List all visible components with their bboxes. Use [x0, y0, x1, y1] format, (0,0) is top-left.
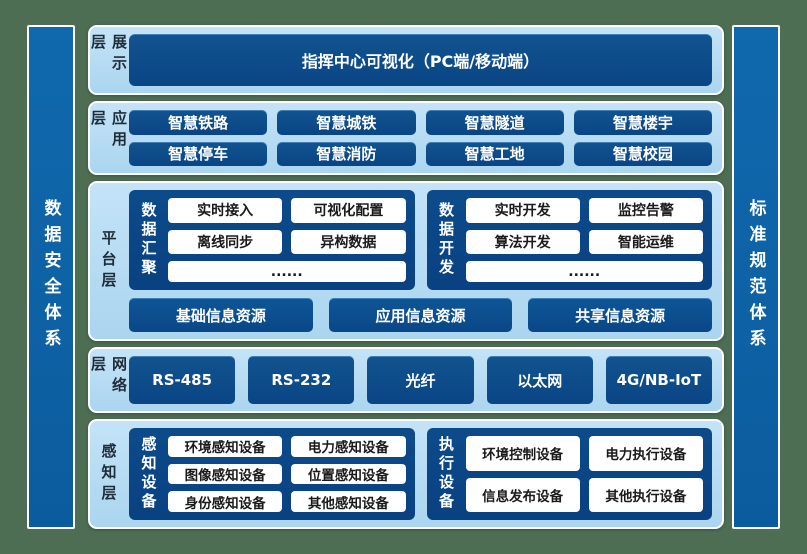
platform-item: 离线同步 — [168, 229, 283, 255]
pillar-data-security-label: 数据安全体系 — [40, 199, 61, 355]
pillar-standards: 标准规范体系 — [732, 25, 780, 529]
app-box: 智慧楼宇 — [573, 110, 712, 135]
layer-network: 网络层 RS-485 RS-232 光纤 以太网 4G/NB-IoT — [88, 347, 724, 413]
app-box: 智慧城铁 — [277, 110, 416, 135]
layer-network-content: RS-485 RS-232 光纤 以太网 4G/NB-IoT — [129, 356, 713, 404]
platform-item: 实时开发 — [465, 198, 580, 223]
device-item: 位置感知设备 — [291, 463, 406, 485]
data-development-grid: 实时开发 监控告警 算法开发 智能运维 ...... — [465, 198, 703, 282]
layer-platform-label: 平台层 — [99, 229, 118, 293]
resource-box: 应用信息资源 — [328, 298, 513, 332]
device-item: 环境感知设备 — [168, 436, 283, 457]
device-item: 电力执行设备 — [588, 436, 703, 471]
network-box: 光纤 — [367, 356, 474, 404]
network-box: 4G/NB-IoT — [605, 356, 713, 404]
layer-stack: 展示层 指挥中心可视化（PC端/移动端） 应用层 智慧铁路 智慧城铁 智慧隧道 … — [88, 25, 724, 529]
layer-network-label: 网络层 — [89, 356, 128, 398]
layer-application-label: 应用层 — [89, 110, 128, 152]
group-data-aggregation-label: 数据汇聚 — [139, 202, 158, 278]
application-grid: 智慧铁路 智慧城铁 智慧隧道 智慧楼宇 智慧停车 智慧消防 智慧工地 智慧校园 — [129, 110, 712, 166]
platform-item: 实时接入 — [168, 198, 283, 223]
resource-box: 共享信息资源 — [528, 298, 713, 332]
platform-item-ellipsis: ...... — [168, 261, 406, 282]
platform-item: 算法开发 — [465, 229, 580, 255]
pillar-standards-label: 标准规范体系 — [745, 199, 766, 355]
layer-display: 展示层 指挥中心可视化（PC端/移动端） — [88, 25, 724, 95]
app-box: 智慧校园 — [573, 141, 712, 166]
device-item: 身份感知设备 — [168, 491, 283, 512]
platform-item: 异构数据 — [291, 229, 406, 255]
group-execution-devices: 执行设备 环境控制设备 电力执行设备 信息发布设备 其他执行设备 — [426, 428, 712, 520]
network-box: RS-232 — [248, 356, 355, 404]
network-box: 以太网 — [486, 356, 593, 404]
layer-perception: 感知层 感知设备 环境感知设备 电力感知设备 图像感知设备 位置感知设备 — [88, 419, 724, 529]
app-box: 智慧工地 — [425, 141, 564, 166]
layer-platform: 平台层 数据汇聚 实时接入 可视化配置 离线同步 — [88, 181, 724, 341]
information-resource-row: 基础信息资源 应用信息资源 共享信息资源 — [129, 298, 713, 332]
group-sensing-devices-label: 感知设备 — [139, 436, 158, 512]
sensing-devices-grid: 环境感知设备 电力感知设备 图像感知设备 位置感知设备 身份感知设备 其他感知设… — [168, 436, 406, 512]
device-item: 其他执行设备 — [588, 477, 703, 512]
layer-perception-content: 感知设备 环境感知设备 电力感知设备 图像感知设备 位置感知设备 身份感知设备 … — [129, 428, 712, 520]
group-execution-devices-label: 执行设备 — [437, 436, 455, 512]
layer-display-label: 展示层 — [89, 34, 128, 76]
layer-application: 应用层 智慧铁路 智慧城铁 智慧隧道 智慧楼宇 智慧停车 智慧消防 智慧工地 智… — [88, 101, 724, 175]
app-box: 智慧消防 — [277, 141, 416, 166]
app-box: 智慧停车 — [129, 141, 268, 166]
device-item: 其他感知设备 — [291, 491, 406, 512]
device-item: 电力感知设备 — [291, 436, 406, 457]
network-grid: RS-485 RS-232 光纤 以太网 4G/NB-IoT — [129, 356, 713, 404]
layer-application-content: 智慧铁路 智慧城铁 智慧隧道 智慧楼宇 智慧停车 智慧消防 智慧工地 智慧校园 — [129, 110, 712, 166]
group-data-development: 数据开发 实时开发 监控告警 算法开发 智能运维 ...... — [426, 190, 712, 290]
network-box: RS-485 — [129, 356, 236, 404]
data-aggregation-grid: 实时接入 可视化配置 离线同步 异构数据 ...... — [168, 198, 406, 282]
layer-perception-label: 感知层 — [99, 442, 118, 506]
layer-platform-content: 数据汇聚 实时接入 可视化配置 离线同步 异构数据 ...... — [129, 190, 713, 332]
group-data-aggregation: 数据汇聚 实时接入 可视化配置 离线同步 异构数据 ...... — [129, 190, 415, 290]
resource-box: 基础信息资源 — [129, 298, 313, 332]
group-sensing-devices: 感知设备 环境感知设备 电力感知设备 图像感知设备 位置感知设备 身份感知设备 … — [129, 428, 415, 520]
device-item: 信息发布设备 — [465, 477, 580, 512]
app-box: 智慧铁路 — [129, 110, 268, 135]
platform-item-ellipsis: ...... — [465, 261, 703, 282]
device-item: 图像感知设备 — [168, 463, 283, 485]
device-item: 环境控制设备 — [465, 436, 580, 471]
platform-item: 智能运维 — [588, 229, 703, 255]
command-center-box: 指挥中心可视化（PC端/移动端） — [129, 34, 712, 86]
execution-devices-grid: 环境控制设备 电力执行设备 信息发布设备 其他执行设备 — [465, 436, 703, 512]
platform-item: 可视化配置 — [291, 198, 406, 223]
app-box: 智慧隧道 — [425, 110, 564, 135]
platform-item: 监控告警 — [588, 198, 703, 223]
group-data-development-label: 数据开发 — [437, 202, 455, 278]
pillar-data-security: 数据安全体系 — [27, 25, 75, 529]
layer-display-content: 指挥中心可视化（PC端/移动端） — [129, 34, 712, 86]
